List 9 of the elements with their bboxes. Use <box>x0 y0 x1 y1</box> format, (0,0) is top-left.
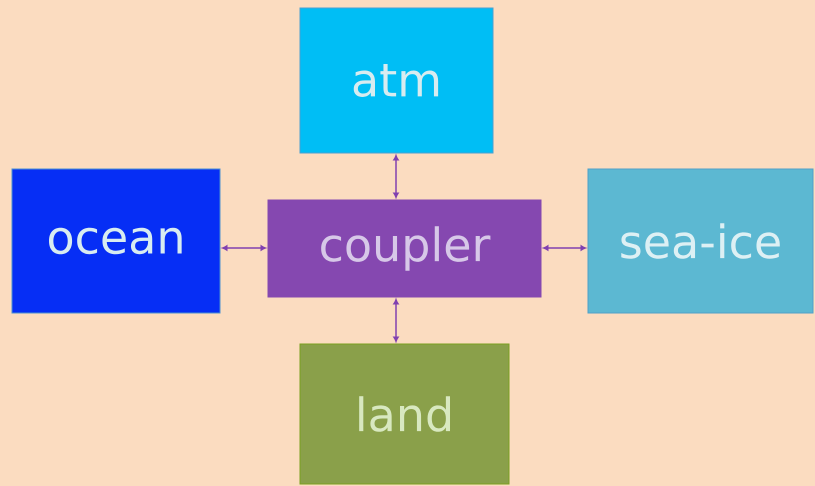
double-arrow <box>222 245 266 251</box>
process-box: sea-ice <box>588 168 814 314</box>
process-box: land <box>300 343 510 484</box>
double-arrow <box>393 299 399 342</box>
double-arrow <box>543 245 586 251</box>
double-arrow <box>393 155 399 198</box>
process-box: atm <box>300 8 494 154</box>
process-box: coupler <box>268 200 542 298</box>
process-box: ocean <box>12 168 220 314</box>
